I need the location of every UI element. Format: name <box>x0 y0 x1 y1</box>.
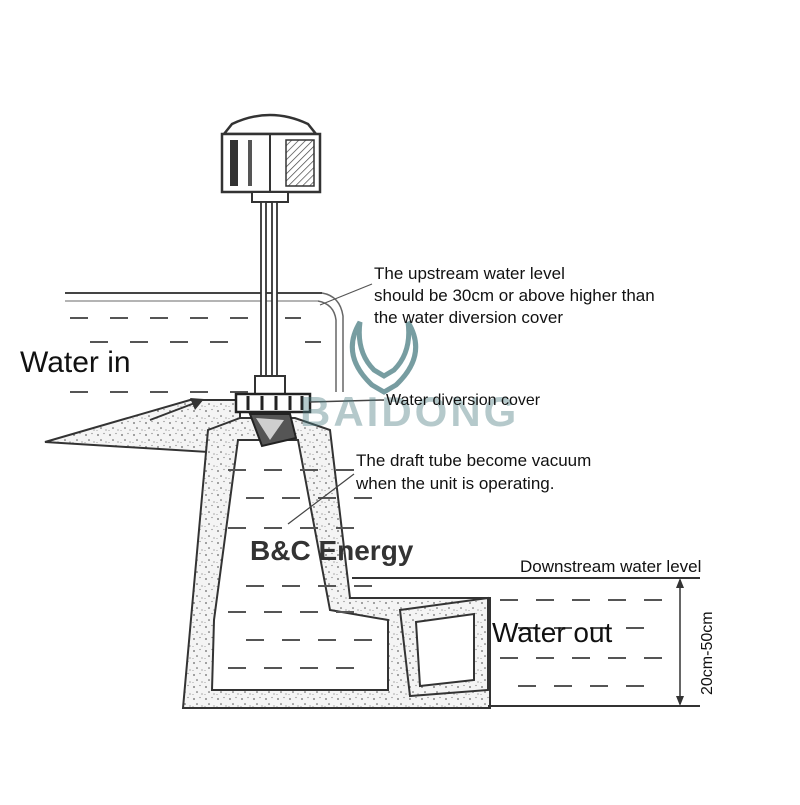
dimension-arrow-bottom <box>676 696 684 706</box>
upstream-note-leader <box>319 283 373 306</box>
inflow-arrow-head <box>190 398 204 410</box>
outlet-opening <box>414 612 475 688</box>
generator-flange <box>251 191 289 203</box>
shaft-left <box>260 201 267 379</box>
water-diversion-cover <box>234 392 312 448</box>
height-range-label: 20cm-50cm <box>699 611 716 695</box>
draft-tube-note-line-1: The draft tube become vacuum <box>356 451 591 470</box>
cover-label-leader <box>309 399 385 403</box>
water-in-arrow <box>149 398 204 421</box>
generator-cross-section <box>285 139 315 187</box>
upstream-note-line-2: should be 30cm or above higher than <box>374 286 655 305</box>
downstream-water-dashes <box>500 599 662 687</box>
downstream-level-label: Downstream water level <box>520 557 701 576</box>
generator-cap <box>221 113 319 136</box>
height-dimension <box>676 578 684 706</box>
downstream-water <box>352 577 700 707</box>
upstream-water-dashes <box>70 317 321 393</box>
dimension-arrow-top <box>676 578 684 588</box>
generator-stripe-left <box>230 140 238 186</box>
draft-tube-water-dashes <box>228 469 372 669</box>
draft-tube-leader <box>287 473 355 525</box>
turbine-shaft <box>254 201 286 395</box>
generator-unit <box>220 113 322 203</box>
draft-tube-note-line-2: when the unit is operating. <box>355 474 554 493</box>
diversion-cover-label: Water diversion cover <box>386 392 541 409</box>
upstream-note-line-1: The upstream water level <box>374 264 565 283</box>
level-leader-curve-inner <box>317 300 337 392</box>
shaft-right <box>271 201 278 379</box>
water-out-label: Water out <box>492 617 613 648</box>
runner-highlight <box>256 418 284 440</box>
water-in-label: Water in <box>20 346 131 379</box>
company-branding: B&C Energy <box>250 535 414 566</box>
inflow-arrow-line <box>149 400 201 421</box>
watermark-horns-icon <box>349 320 419 395</box>
shaft-coupling <box>254 375 286 395</box>
generator-stripe-mid <box>248 140 252 186</box>
upstream-water <box>65 292 344 393</box>
upstream-note-line-3: the water diversion cover <box>374 308 563 327</box>
watermark-logo: BAIDONG <box>300 320 519 435</box>
draft-tube-channel <box>210 439 389 691</box>
watermark-text: BAIDONG <box>300 388 519 435</box>
level-leader-curve <box>321 292 344 392</box>
